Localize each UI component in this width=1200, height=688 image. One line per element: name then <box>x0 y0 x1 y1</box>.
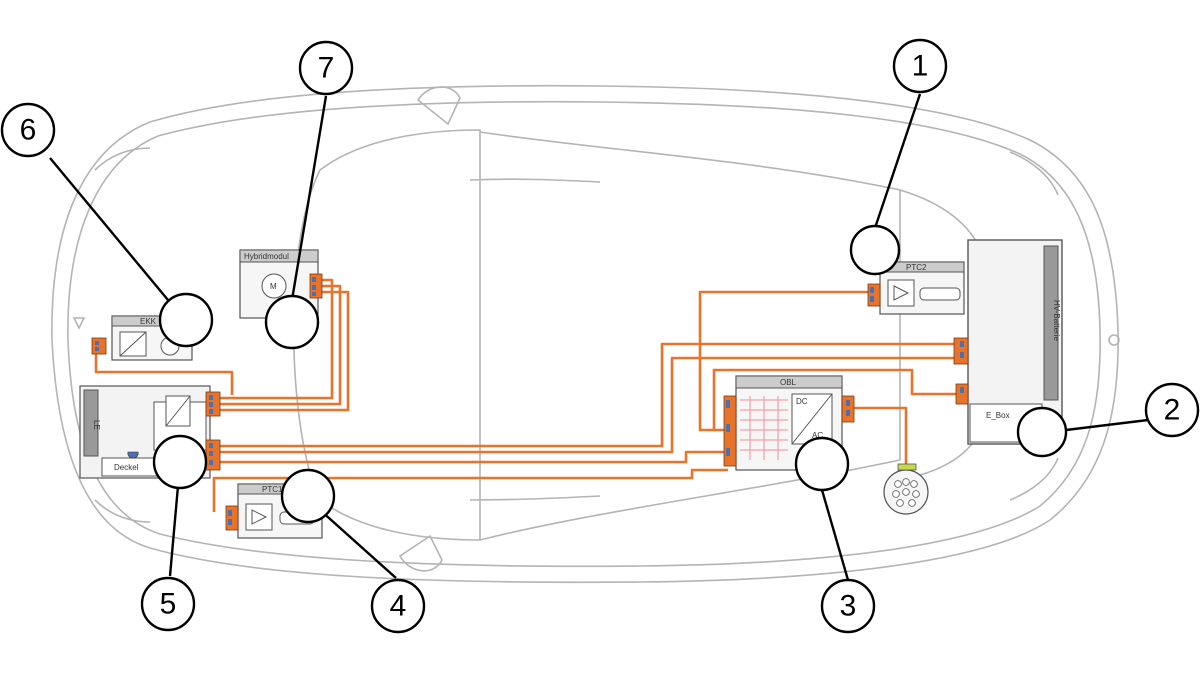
cable-hybridmodul-le-2 <box>216 284 342 406</box>
obl-dc-label: DC <box>796 397 808 406</box>
connector-ekk <box>91 337 107 355</box>
rear-light-top <box>1009 151 1059 196</box>
callout-1-number: 1 <box>912 50 929 83</box>
callout-4-number: 4 <box>390 590 407 623</box>
callout-leaders <box>49 93 1149 581</box>
connector-ptc2 <box>867 283 881 307</box>
front-light-bottom <box>94 499 151 523</box>
connector-le-lower <box>205 439 221 471</box>
callout-7: 7 <box>298 40 354 96</box>
callout-3: 3 <box>820 578 876 634</box>
marker-1 <box>849 224 901 276</box>
cable-ptc1 <box>212 468 728 512</box>
front-emblem <box>72 317 86 330</box>
rear-light-bottom <box>1009 457 1059 501</box>
connector-obl-left <box>723 395 737 467</box>
cable-le-hvbattery-2 <box>216 356 958 454</box>
cable-ekk-le <box>94 352 234 395</box>
leader-7 <box>290 95 328 301</box>
callout-5: 5 <box>140 576 196 632</box>
hv-cables <box>94 278 962 512</box>
mirror-bottom <box>398 534 443 572</box>
leader-1 <box>873 93 922 229</box>
leader-4 <box>319 509 397 579</box>
le-label: LE <box>92 420 101 430</box>
roof-line-rear <box>469 495 601 501</box>
ekk-label: EKK <box>140 317 157 326</box>
hv-battery-label: HV-Batterie <box>1052 300 1061 341</box>
marker-5 <box>152 434 208 490</box>
ptc2-heater: PTC2 <box>879 261 965 315</box>
car-body-outer <box>51 84 1119 584</box>
deckel-icon <box>127 451 139 459</box>
hybridmodul-label: Hybridmodul <box>244 252 289 261</box>
callout-4: 4 <box>370 578 426 634</box>
motor-symbol: M <box>270 282 277 291</box>
cable-hybridmodul-le-1 <box>216 278 334 400</box>
ptc1-label: PTC1 <box>262 485 283 494</box>
marker-3 <box>794 436 850 492</box>
cable-hybridmodul-le-3 <box>216 290 350 412</box>
car-outline <box>51 84 1120 584</box>
callout-3-number: 3 <box>840 590 857 623</box>
ptc2-label: PTC2 <box>906 263 927 272</box>
e-box-label: E_Box <box>986 411 1010 420</box>
mirror-top <box>416 86 461 126</box>
callout-1: 1 <box>892 38 948 94</box>
callout-7-number: 7 <box>318 52 335 85</box>
connector-le-upper <box>205 391 221 417</box>
cable-obl-socket <box>850 406 908 466</box>
cable-obl-hvbattery <box>712 368 962 430</box>
callout-2-number: 2 <box>1164 394 1181 427</box>
obl-label: OBL <box>780 378 797 387</box>
connector-obl-right <box>841 395 855 423</box>
connector-hvbattery-upper <box>953 337 969 365</box>
marker-6 <box>158 292 214 348</box>
marker-2 <box>1016 406 1068 458</box>
leader-2 <box>1065 418 1149 432</box>
charge-socket <box>883 463 929 515</box>
leader-5 <box>168 485 180 577</box>
obl-ac-label: AC <box>812 431 823 440</box>
connector-hvbattery-lower <box>955 383 969 405</box>
roof-line-front <box>469 178 601 183</box>
leader-3 <box>820 489 850 581</box>
connector-hybridmodul <box>309 273 323 299</box>
cabin-line <box>479 131 901 541</box>
cable-le-obl <box>216 450 726 464</box>
component-markers <box>152 224 1068 524</box>
callout-2: 2 <box>1144 382 1200 438</box>
tow-hook <box>1108 334 1120 346</box>
leader-6 <box>49 157 169 301</box>
callout-5-number: 5 <box>160 588 177 621</box>
connector-ptc1 <box>225 505 239 531</box>
callout-6-number: 6 <box>20 114 37 147</box>
front-light-top <box>94 147 151 171</box>
callout-6: 6 <box>0 102 56 158</box>
deckel-label: Deckel <box>114 463 139 472</box>
marker-4 <box>280 468 336 524</box>
cable-le-hvbattery-1 <box>216 342 958 448</box>
marker-7 <box>264 294 320 350</box>
connectors <box>91 273 969 531</box>
